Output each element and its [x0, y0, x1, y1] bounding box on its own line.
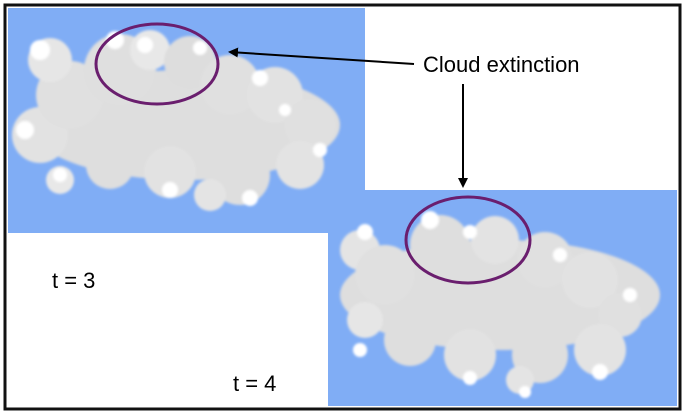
extinction-ellipse-t3: [94, 22, 220, 106]
frame-t3: [8, 8, 365, 233]
arrow-to-t3: [228, 47, 415, 65]
frame-t4: [328, 190, 677, 406]
time-label-t3: t = 3: [52, 268, 95, 293]
extinction-ellipse-t4: [404, 195, 532, 285]
figure-border: [3, 3, 682, 411]
annotation-label: Cloud extinction: [423, 52, 580, 77]
cloud-t3: [12, 30, 340, 211]
time-label-t4: t = 4: [233, 371, 276, 396]
